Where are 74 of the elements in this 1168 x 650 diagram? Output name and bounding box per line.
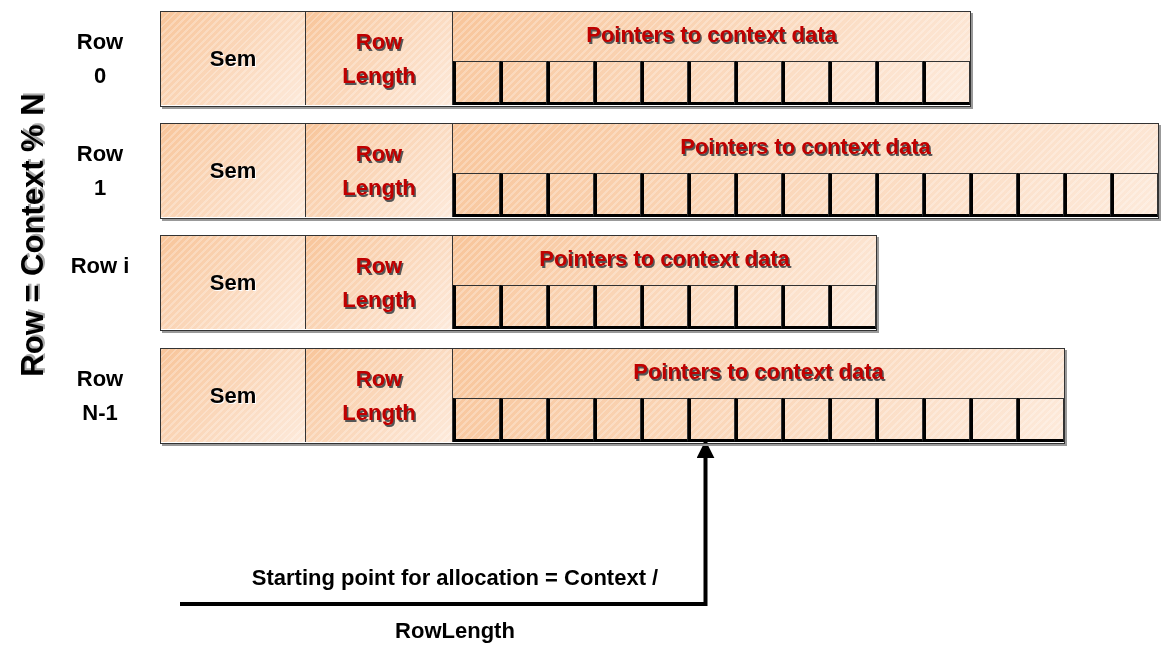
pointer-slot [547, 173, 594, 217]
semaphore-field: Sem [161, 236, 306, 329]
pointer-slot [500, 285, 547, 329]
pointer-slot [641, 173, 688, 217]
pointer-slot [547, 61, 594, 105]
pointer-array [453, 124, 1158, 217]
row-length-field: Row Length [306, 124, 453, 217]
row-length-field: Row Length [306, 349, 453, 442]
row-record [160, 11, 971, 107]
pointer-slot [688, 173, 735, 217]
array-heading: Pointers to context data [585, 22, 838, 48]
pointer-slot [782, 285, 829, 329]
pointer-slot [641, 285, 688, 329]
array-heading: Pointers to context data [632, 359, 885, 385]
row-record [160, 123, 1159, 219]
pointer-slot [829, 285, 876, 329]
pointer-slot [547, 398, 594, 442]
pointer-slot [735, 398, 782, 442]
row-label: Row N-1 [75, 365, 125, 427]
pointer-slot [453, 61, 500, 105]
pointer-slot [923, 398, 970, 442]
row-length-field: Row Length [306, 12, 453, 105]
row-record [160, 348, 1065, 444]
edge-label: Starting point for allocation = Context / RowLength [250, 564, 660, 645]
vertical-title: Row = Context % N [15, 92, 51, 379]
pointer-slot [923, 173, 970, 217]
pointer-slot [829, 61, 876, 105]
pointer-slot [688, 398, 735, 442]
pointer-slot [453, 173, 500, 217]
array-heading: Pointers to context data [538, 246, 791, 272]
pointer-slot [594, 61, 641, 105]
pointer-array [453, 236, 876, 329]
pointer-slot [641, 61, 688, 105]
pointer-slot [876, 173, 923, 217]
pointer-slot [594, 173, 641, 217]
pointer-slot [876, 61, 923, 105]
pointer-slot [453, 398, 500, 442]
pointer-slot [688, 285, 735, 329]
pointer-slot [829, 398, 876, 442]
pointer-slot [782, 61, 829, 105]
pointer-slot [735, 173, 782, 217]
pointer-array [453, 349, 1064, 442]
pointer-slot [594, 285, 641, 329]
pointer-array [453, 12, 970, 105]
pointer-slot [641, 398, 688, 442]
pointer-slot [500, 61, 547, 105]
pointer-slot [594, 398, 641, 442]
pointer-slot [500, 398, 547, 442]
pointer-slot [547, 285, 594, 329]
pointer-slot [970, 398, 1017, 442]
pointer-slot [782, 398, 829, 442]
semaphore-field: Sem [161, 349, 306, 442]
pointer-slot [500, 173, 547, 217]
pointer-slot [688, 61, 735, 105]
pointer-slot [1017, 398, 1064, 442]
pointer-slot [1064, 173, 1111, 217]
pointer-slot [829, 173, 876, 217]
pointer-slot [876, 398, 923, 442]
array-heading: Pointers to context data [679, 134, 932, 160]
pointer-slot [735, 285, 782, 329]
row-label: Row 1 [75, 140, 125, 202]
pointer-slot [453, 285, 500, 329]
pointer-slot [782, 173, 829, 217]
row-label: Row i [70, 252, 130, 280]
row-length-field: Row Length [306, 236, 453, 329]
semaphore-field: Sem [161, 12, 306, 105]
row-record [160, 235, 877, 331]
pointer-slot [1017, 173, 1064, 217]
row-label: Row 0 [75, 28, 125, 90]
semaphore-field: Sem [161, 124, 306, 217]
pointer-slot [970, 173, 1017, 217]
pointer-slot [923, 61, 970, 105]
pointer-slot [1111, 173, 1158, 217]
pointer-slot [735, 61, 782, 105]
